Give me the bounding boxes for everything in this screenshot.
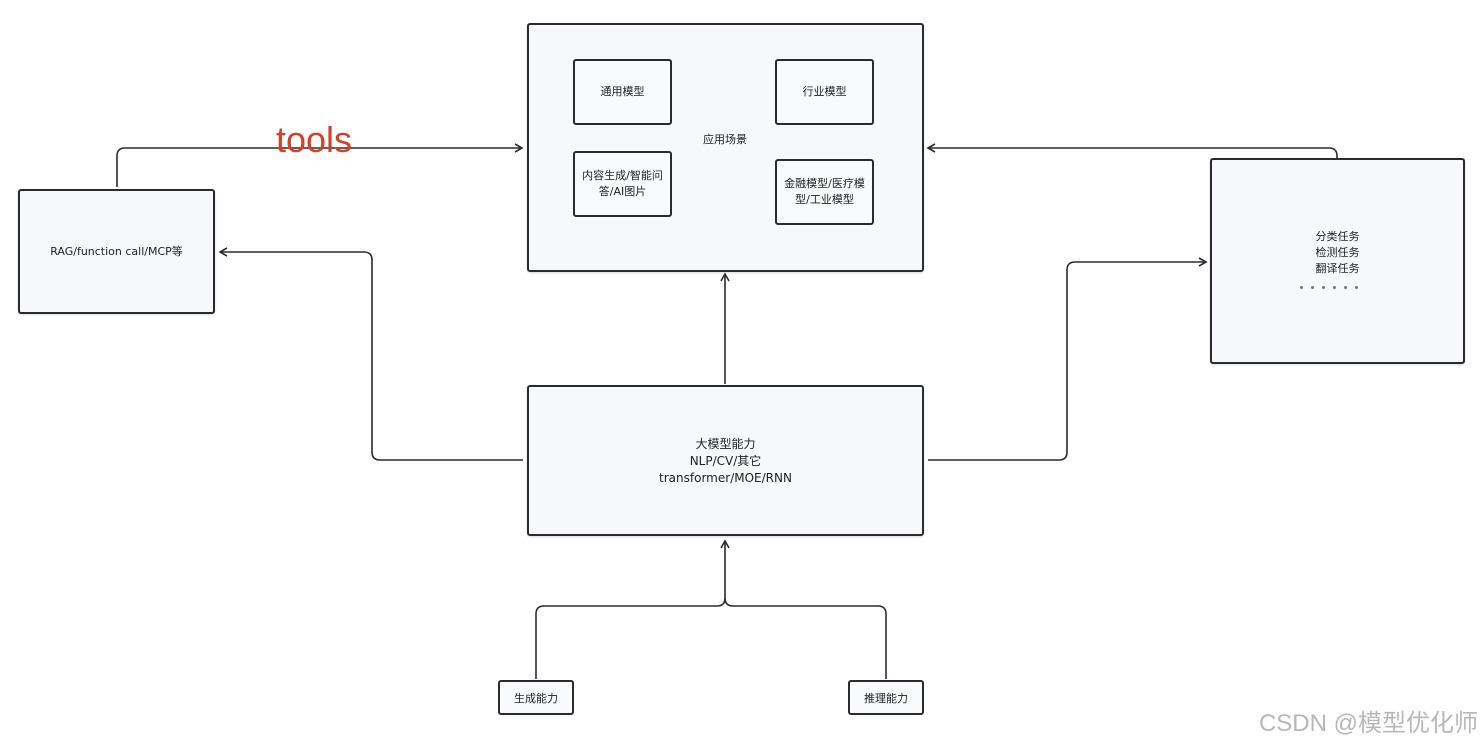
finance-model-box: 金融模型/医疗模 型/工业模型 [775,159,874,225]
line-reason-to-core [724,597,887,679]
reasoning-label: 推理能力 [864,691,908,705]
arrow-core-to-rag [218,247,523,461]
industry-model-label: 行业模型 [802,85,847,98]
finance-line1: 金融模型/医疗模 [784,177,865,190]
arrow-gen-to-core [535,539,730,679]
core-line1: 大模型能力 [695,437,756,451]
tools-annotation: tools [276,119,353,160]
app-scenario-title: 应用场景 [703,133,747,146]
core-line3: transformer/MOE/RNN [659,471,792,485]
finance-line2: 型/工业模型 [795,193,854,206]
reasoning-capability-box: 推理能力 [848,680,924,715]
tasks-box [1210,158,1465,364]
content-gen-line1: 内容生成/智能问 [582,169,663,182]
arrow-tasks-to-app [926,143,1338,158]
core-capability-box [527,385,924,536]
generation-capability-box: 生成能力 [498,680,574,715]
industry-model-box: 行业模型 [775,59,874,125]
arrow-rag-to-app [116,143,524,187]
task-translation: 翻译任务 [1315,262,1360,275]
core-line2: NLP/CV/其它 [689,454,762,468]
core-capability-labels: 大模型能力 NLP/CV/其它 transformer/MOE/RNN [527,436,924,487]
content-gen-line2: 答/AI图片 [598,185,647,198]
tasks-labels: 分类任务 检测任务 翻译任务 [1210,229,1465,277]
general-model-box: 通用模型 [573,59,672,125]
general-model-label: 通用模型 [600,85,645,98]
arrow-core-to-tasks [928,257,1208,461]
content-gen-box: 内容生成/智能问 答/AI图片 [573,151,672,217]
task-detection: 检测任务 [1315,246,1360,259]
rag-label: RAG/function call/MCP等 [50,245,183,258]
watermark: CSDN @模型优化师 [1258,710,1478,737]
task-classification: 分类任务 [1315,230,1360,243]
rag-box [18,189,215,314]
ellipsis-dots [1300,286,1358,289]
generation-label: 生成能力 [514,691,558,705]
